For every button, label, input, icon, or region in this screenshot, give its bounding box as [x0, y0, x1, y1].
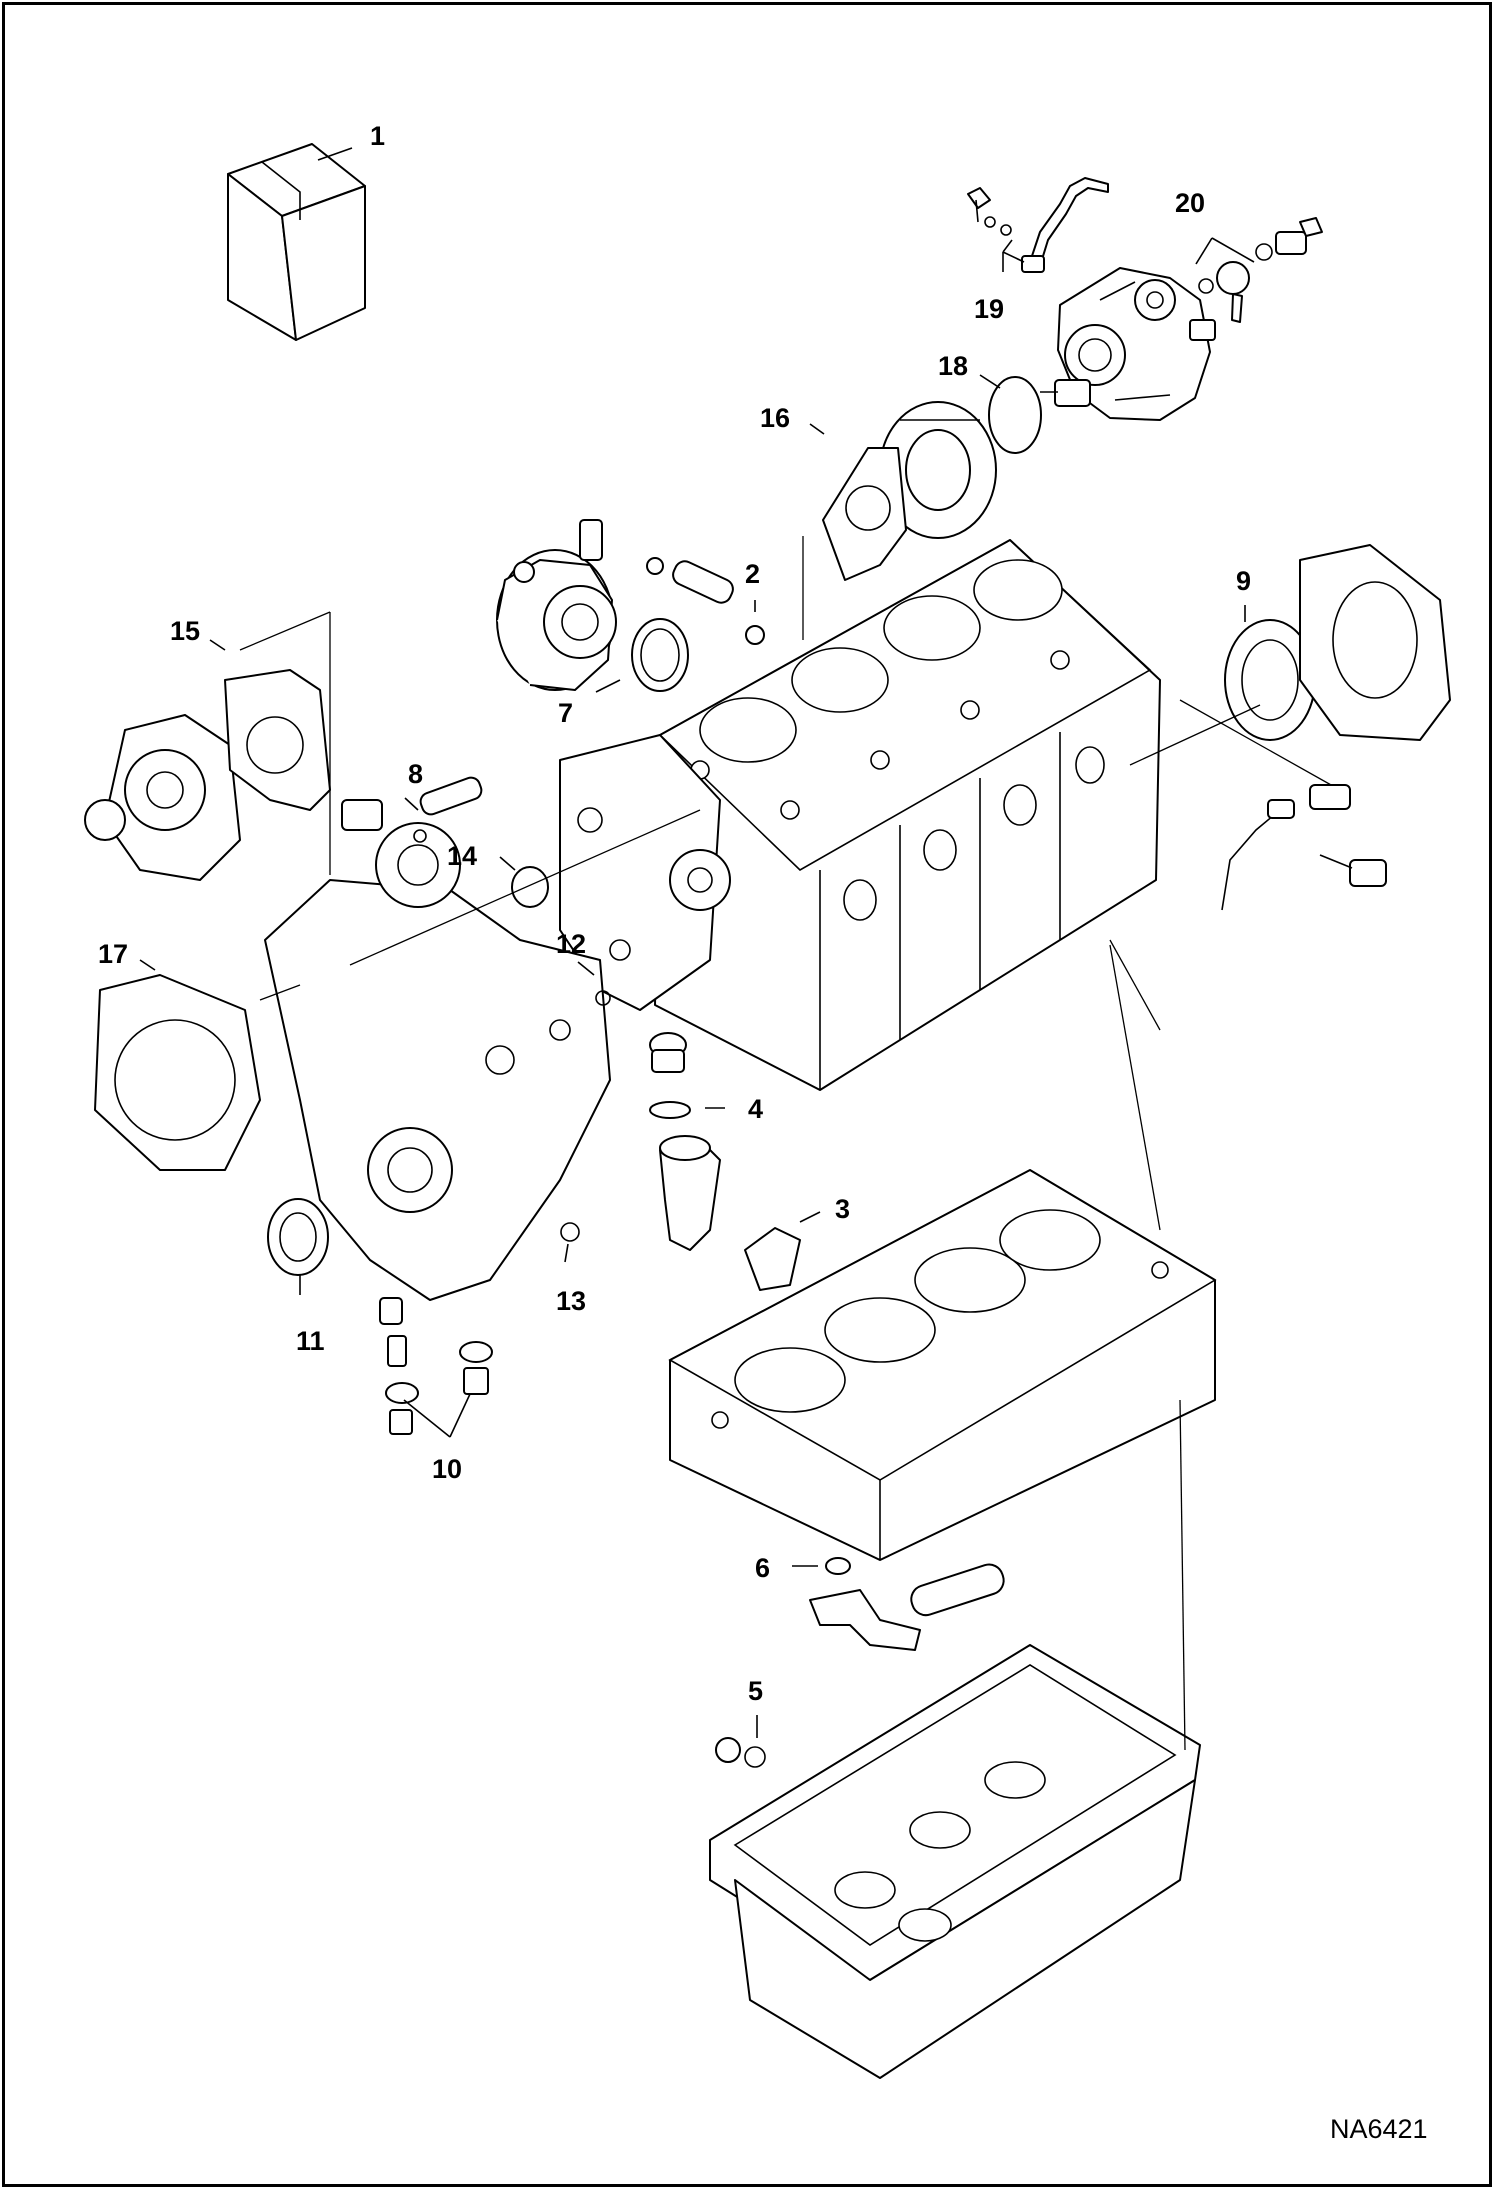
- oil-cooler-illustration: [496, 519, 765, 693]
- callout-19: 19: [974, 294, 1004, 324]
- pump-flange-illustration: [802, 374, 1042, 640]
- callout-2: 2: [745, 559, 760, 589]
- gear-case-illustration: [94, 776, 701, 1438]
- callout-18: 18: [938, 351, 968, 381]
- callout-3: 3: [835, 1194, 850, 1224]
- oil-pickup-illustration: [792, 1557, 1005, 1651]
- callout-11: 11: [296, 1326, 325, 1356]
- callout-16: 16: [760, 403, 790, 433]
- oil-inlet-illustration: [649, 1032, 821, 1291]
- callout-20: 20: [1175, 188, 1205, 218]
- callout-7: 7: [558, 698, 573, 728]
- callout-10: 10: [432, 1454, 462, 1484]
- oil-pan-illustration: [709, 1399, 1201, 2079]
- kit-box-illustration: [227, 143, 366, 341]
- callout-labels: 1 2 3 4 5 6 7 8 9 10 11 12 13 14 15 16 1…: [98, 121, 1251, 1706]
- fuel-pump-illustration: [967, 177, 1323, 421]
- water-pump-illustration: [84, 611, 331, 881]
- callout-8: 8: [408, 759, 423, 789]
- drawing-number: NA6421: [1330, 2114, 1428, 2144]
- callout-12: 12: [556, 929, 586, 959]
- lower-crankcase-illustration: [668, 944, 1217, 1561]
- callout-9: 9: [1236, 566, 1251, 596]
- rear-seal-illustration: [1129, 544, 1451, 911]
- callout-1: 1: [370, 121, 385, 151]
- cylinder-block-illustration: [559, 539, 1161, 1091]
- callout-15: 15: [170, 616, 200, 646]
- callout-6: 6: [755, 1553, 770, 1583]
- callout-14: 14: [447, 841, 477, 871]
- callout-5: 5: [748, 1676, 763, 1706]
- callout-4: 4: [748, 1094, 763, 1124]
- callout-13: 13: [556, 1286, 586, 1316]
- callout-17: 17: [98, 939, 128, 969]
